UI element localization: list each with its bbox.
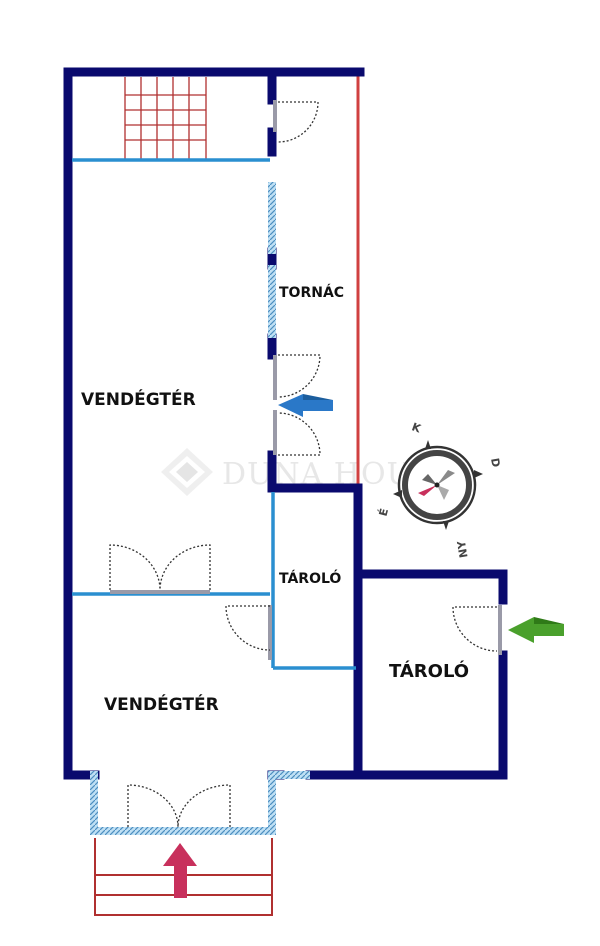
storage-entry-arrow-icon xyxy=(508,617,564,643)
entry-arrow-icon xyxy=(163,843,197,898)
compass-rose-icon: É K D NY xyxy=(377,420,503,559)
window-front-left xyxy=(90,771,98,831)
door-swings xyxy=(109,101,498,828)
room-label-lower-guest-area: VENDÉGTÉR xyxy=(104,693,219,715)
windows xyxy=(90,182,310,835)
window-upper xyxy=(268,182,276,254)
room-label-upper-guest-area: VENDÉGTÉR xyxy=(81,388,196,410)
room-label-storage-inner: TÁROLÓ xyxy=(279,569,341,587)
room-label-storage-outer: TÁROLÓ xyxy=(389,660,469,682)
compass-west-label: NY xyxy=(455,539,471,559)
compass-north-label: É xyxy=(377,507,392,518)
compass-east-label: K xyxy=(410,420,423,435)
diamond-logo-icon xyxy=(161,448,213,496)
window-middle xyxy=(268,265,276,338)
compass-south-label: D xyxy=(488,457,502,468)
door-leaves xyxy=(110,100,502,660)
window-front-right xyxy=(268,771,276,831)
porch-entry-arrow-icon xyxy=(278,394,333,417)
stairs xyxy=(124,77,207,160)
window-front-side xyxy=(276,771,310,779)
window-front-bottom xyxy=(90,827,276,835)
room-label-porch: TORNÁC xyxy=(279,284,344,301)
